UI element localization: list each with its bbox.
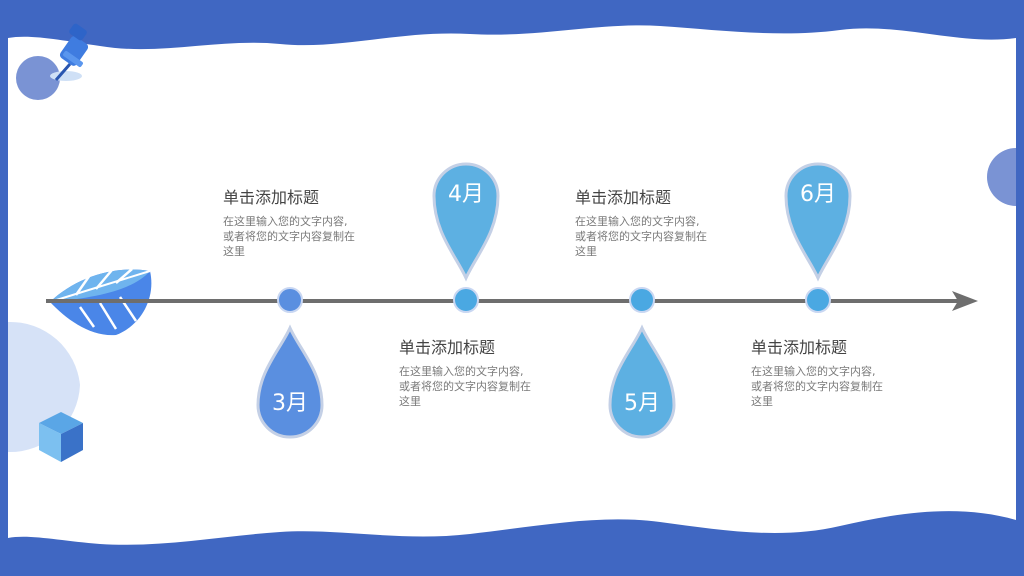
month-label-3: 3月 — [272, 391, 308, 416]
month-label-6: 6月 — [800, 182, 836, 207]
entry-title[interactable]: 单击添加标题 — [223, 188, 320, 207]
top-wave — [8, 8, 1016, 50]
timeline-entry-3: 单击添加标题 在这里输入您的文字内容, 或者将您的文字内容复制在 这里 — [575, 188, 735, 259]
entry-body[interactable]: 在这里输入您的文字内容, 或者将您的文字内容复制在 这里 — [575, 214, 735, 259]
entry-body-line: 或者将您的文字内容复制在 — [399, 380, 531, 393]
entry-body-line: 这里 — [223, 245, 245, 258]
arrow-head-icon — [952, 291, 978, 311]
timeline-entry-2: 单击添加标题 在这里输入您的文字内容, 或者将您的文字内容复制在 这里 — [399, 338, 559, 409]
entry-body-line: 或者将您的文字内容复制在 — [575, 230, 707, 243]
entry-body-line: 或者将您的文字内容复制在 — [751, 380, 883, 393]
timeline-entry-4: 单击添加标题 在这里输入您的文字内容, 或者将您的文字内容复制在 这里 — [751, 338, 911, 409]
entry-body-line: 在这里输入您的文字内容, — [575, 215, 700, 228]
decor-circle-top-left — [16, 56, 60, 100]
entry-body[interactable]: 在这里输入您的文字内容, 或者将您的文字内容复制在 这里 — [751, 364, 911, 409]
timeline-node — [629, 287, 655, 313]
month-drop-4 — [432, 162, 500, 282]
entry-body-line: 这里 — [399, 395, 421, 408]
timeline-node — [277, 287, 303, 313]
pushpin-icon — [50, 23, 89, 81]
entry-body[interactable]: 在这里输入您的文字内容, 或者将您的文字内容复制在 这里 — [223, 214, 383, 259]
month-drop-5 — [608, 324, 676, 439]
timeline-entry-1: 单击添加标题 在这里输入您的文字内容, 或者将您的文字内容复制在 这里 — [223, 188, 383, 259]
entry-body-line: 这里 — [751, 395, 773, 408]
entry-body-line: 这里 — [575, 245, 597, 258]
entry-body-line: 或者将您的文字内容复制在 — [223, 230, 355, 243]
month-label-5: 5月 — [624, 391, 660, 416]
bottom-wave — [8, 511, 1016, 568]
cube-icon — [39, 412, 83, 462]
month-drop-3 — [256, 324, 324, 439]
entry-body[interactable]: 在这里输入您的文字内容, 或者将您的文字内容复制在 这里 — [399, 364, 559, 409]
month-drop-6 — [784, 162, 852, 282]
entry-title[interactable]: 单击添加标题 — [751, 338, 848, 357]
entry-body-line: 在这里输入您的文字内容, — [223, 215, 348, 228]
timeline-node — [805, 287, 831, 313]
entry-title[interactable]: 单击添加标题 — [399, 338, 496, 357]
month-label-4: 4月 — [448, 182, 484, 207]
entry-title[interactable]: 单击添加标题 — [575, 188, 672, 207]
entry-body-line: 在这里输入您的文字内容, — [399, 365, 524, 378]
entry-body-line: 在这里输入您的文字内容, — [751, 365, 876, 378]
leaf-icon — [49, 268, 152, 336]
timeline-node — [453, 287, 479, 313]
